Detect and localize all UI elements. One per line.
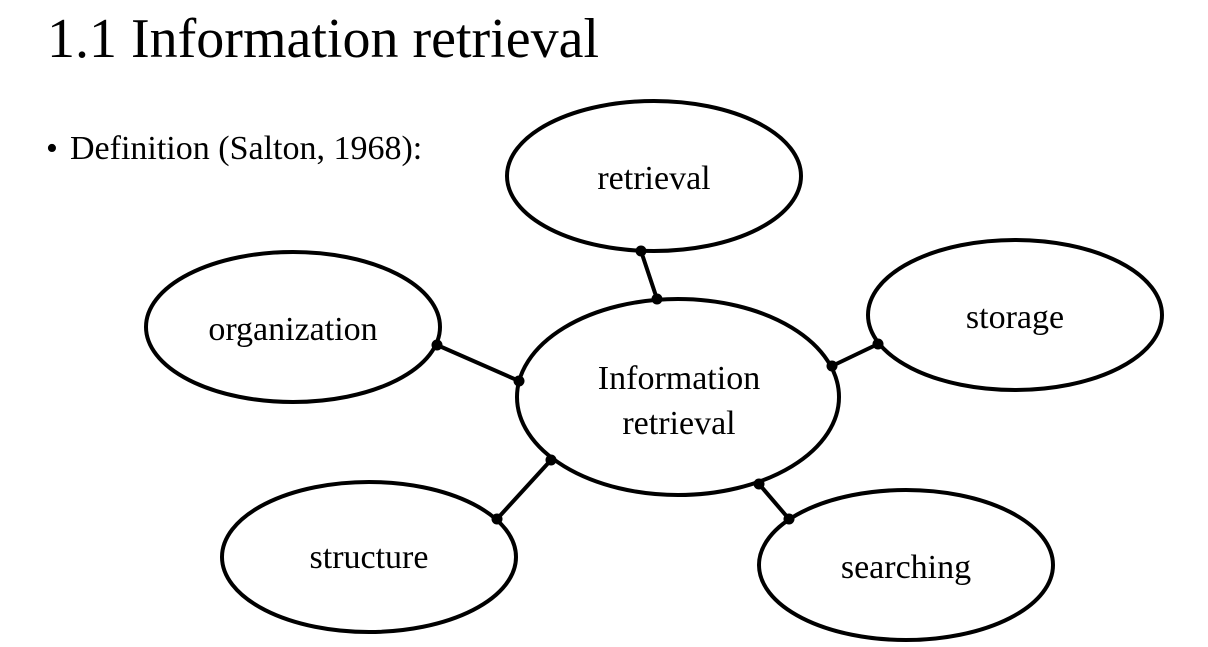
node-structure-ellipse	[220, 480, 518, 634]
node-organization-label: organization	[208, 311, 377, 348]
dot	[753, 478, 765, 490]
definition-bullet: • Definition (Salton, 1968):	[46, 128, 422, 170]
dot	[545, 454, 557, 466]
dot	[491, 513, 503, 525]
dot	[431, 339, 443, 351]
slide-title: 1.1 Information retrieval	[47, 8, 600, 70]
node-searching-ellipse	[757, 488, 1055, 642]
bullet-marker: •	[46, 130, 58, 167]
dot	[872, 338, 884, 350]
node-retrieval-ellipse	[505, 99, 803, 253]
connection-dots	[431, 245, 884, 525]
edge-structure	[495, 458, 553, 521]
node-retrieval-label: retrieval	[597, 160, 710, 197]
edge-retrieval	[639, 250, 659, 300]
connectors	[436, 250, 879, 521]
dot	[635, 245, 647, 257]
dot	[826, 360, 838, 372]
definition-text: Definition (Salton, 1968):	[70, 130, 423, 167]
dot	[651, 293, 663, 305]
node-structure-label: structure	[310, 539, 429, 576]
node-storage-ellipse	[866, 238, 1164, 392]
dot	[513, 375, 525, 387]
node-organization-ellipse	[144, 250, 442, 404]
node-searching-label: searching	[841, 549, 971, 586]
edge-searching	[757, 482, 791, 521]
center-node-label-line2: retrieval	[622, 405, 735, 442]
center-node-ellipse	[515, 297, 841, 497]
node-storage-label: storage	[966, 299, 1064, 336]
edge-storage	[831, 342, 879, 368]
center-node-label-line1: Information	[598, 360, 760, 397]
dot	[783, 513, 795, 525]
edge-organization	[436, 343, 520, 383]
